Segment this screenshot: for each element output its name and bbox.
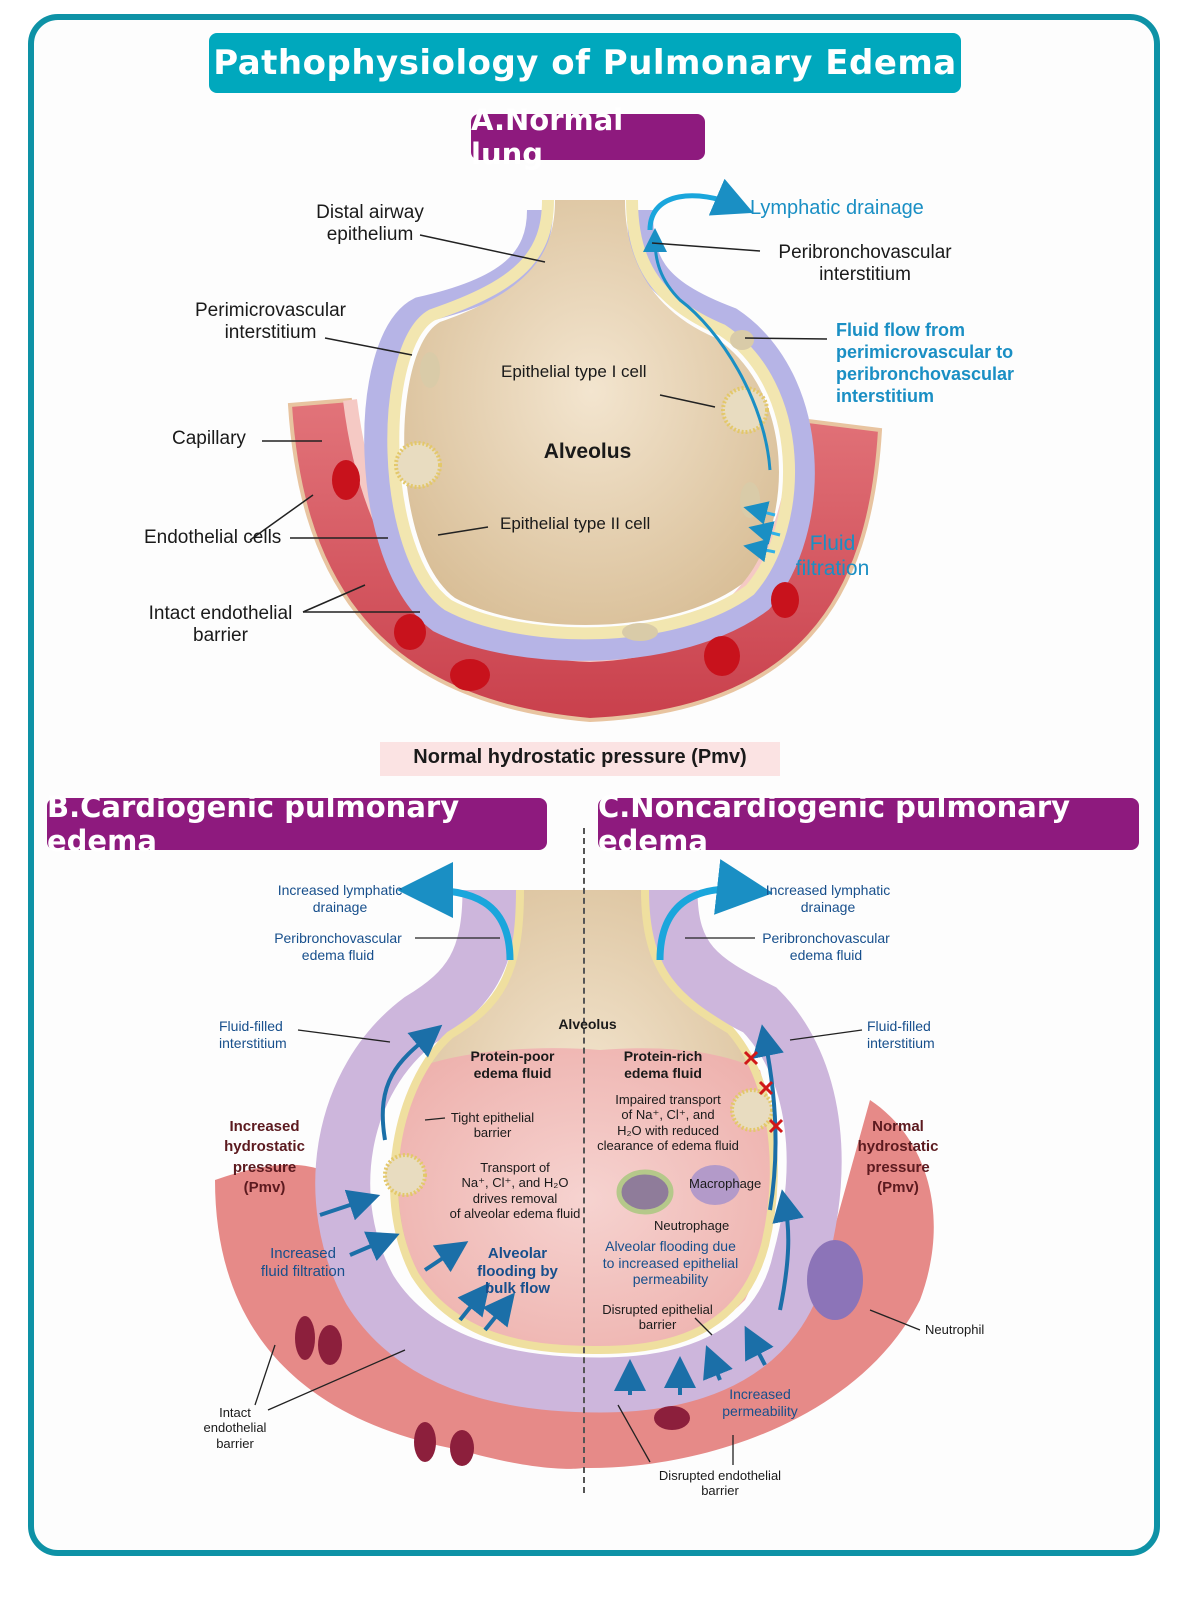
perimicrovascular-interstitium <box>364 209 815 661</box>
label-neutrophage: Neutrophage <box>654 1218 730 1233</box>
epithelial-type1-cell <box>394 441 442 489</box>
label-increased-permeability: Increased permeability <box>722 1386 798 1419</box>
macrophage <box>690 1165 740 1205</box>
label-c-peribronchovascular-edema: Peribronchovascular edema fluid <box>762 930 890 963</box>
fluid-filtration-arrows <box>743 501 781 563</box>
red-blood-cell <box>332 460 360 500</box>
label-peribronchovascular-interstitium: Peribronchovascular interstitium <box>778 242 952 286</box>
page-title: Pathophysiology of Pulmonary Edema <box>209 33 961 93</box>
fluid-flow-arrow <box>643 228 772 471</box>
label-b-increased-lymphatic-drainage: Increased lymphatic drainage <box>277 882 403 915</box>
epithelial-type2-cell <box>622 623 658 641</box>
fluid-filtration-arrows-b <box>319 1024 515 1332</box>
label-epithelial-type1: Epithelial type I cell <box>501 362 647 381</box>
red-blood-cell <box>318 1325 342 1365</box>
alveolar-epithelium <box>387 199 795 640</box>
label-impaired-transport: Impaired transport of Na⁺, Cl⁺, and H₂O … <box>597 1092 739 1153</box>
epithelial-type2-cell <box>740 482 760 518</box>
red-blood-cell <box>704 636 740 676</box>
label-c-alveolus: Alveolus <box>558 1016 617 1032</box>
pressure-label-bg <box>380 742 780 776</box>
red-blood-cell <box>394 614 426 650</box>
label-protein-rich-edema: Protein-rich edema fluid <box>623 1048 703 1081</box>
epithelial-type1-cell <box>721 386 769 434</box>
label-alveolar-flooding-permeability: Alveolar flooding due to increased epith… <box>602 1238 739 1288</box>
fluid-filled-interstitium <box>315 889 842 1413</box>
section-c-label: C.Noncardiogenic pulmonary edema <box>598 790 1139 858</box>
label-c-fluid-filled-interstitium: Fluid-filled interstitium <box>867 1018 935 1051</box>
red-blood-cell <box>771 582 799 618</box>
label-epithelial-type2: Epithelial type II cell <box>500 514 651 533</box>
label-fluid-filtration: Fluid filtration <box>795 532 870 580</box>
label-b-fluid-filled-interstitium: Fluid-filled interstitium <box>219 1018 287 1051</box>
red-blood-cell <box>450 1430 474 1466</box>
label-b-intact-endothelial-barrier: Intact endothelial barrier <box>203 1405 267 1451</box>
epithelial-barrier-edema <box>389 889 778 1355</box>
permeability-arrows-c <box>614 1024 804 1395</box>
lymphatic-drainage-arrow <box>647 178 754 231</box>
label-normal-hydrostatic-pressure: Normal hydrostatic pressure (Pmv) <box>413 746 747 768</box>
label-normal-hydrostatic-pressure-c: Normal hydrostatic pressure (Pmv) <box>857 1118 939 1196</box>
label-distal-airway-epithelium: Distal airway epithelium <box>316 202 424 246</box>
red-blood-cell <box>414 1422 436 1462</box>
label-alveolus: Alveolus <box>543 440 632 463</box>
section-a-label: A.Normal lung <box>471 103 705 171</box>
impaired-transport-x-marks <box>743 1050 784 1134</box>
lymphatic-arrow-b <box>397 862 514 961</box>
label-neutrophil: Neutrophil <box>925 1322 985 1337</box>
label-tight-epithelial-barrier: Tight epithelial barrier <box>450 1110 535 1141</box>
neutrophage <box>616 1169 674 1215</box>
label-endothelial-cells: Endothelial cells <box>144 527 282 548</box>
normal-lung-illustration <box>249 178 883 776</box>
label-perimicrovascular-interstitium: Perimicrovascular interstitium <box>195 300 346 344</box>
edema-fluid <box>397 1048 773 1350</box>
epithelial-type1-cell-c <box>730 1088 774 1132</box>
label-c-increased-lymphatic-drainage: Increased lymphatic drainage <box>765 882 891 915</box>
label-capillary: Capillary <box>172 428 246 449</box>
label-protein-poor-edema: Protein-poor edema fluid <box>470 1048 555 1081</box>
lymphatic-arrow-c <box>656 859 773 961</box>
capillary-vessel-c <box>583 1100 934 1469</box>
alveolus-space <box>404 200 779 625</box>
label-b-peribronchovascular-edema: Peribronchovascular edema fluid <box>274 930 402 963</box>
label-transport-removal: Transport of Na⁺, Cl⁺, and H₂O drives re… <box>449 1160 581 1221</box>
label-increased-fluid-filtration: Increased fluid filtration <box>260 1245 346 1280</box>
epithelial-type2-cell <box>730 330 754 350</box>
label-disrupted-endothelial-barrier: Disrupted endothelial barrier <box>658 1468 782 1499</box>
leader-lines-a <box>249 234 828 613</box>
leader-lines-bc <box>254 937 921 1465</box>
section-divider <box>583 828 585 1493</box>
neutrophil-cell <box>807 1240 863 1320</box>
label-alveolar-flooding-bulk-flow: Alveolar flooding by bulk flow <box>477 1245 558 1298</box>
red-blood-cell <box>295 1316 315 1360</box>
label-intact-endothelial-barrier: Intact endothelial barrier <box>148 603 293 647</box>
label-fluid-flow: Fluid flow from perimicrovascular to per… <box>836 320 1015 406</box>
epithelial-type1-cell-b <box>383 1153 427 1197</box>
red-blood-cell <box>450 659 490 691</box>
label-increased-hydrostatic-pressure: Increased hydrostatic pressure (Pmv) <box>224 1118 305 1196</box>
red-blood-cell <box>654 1406 690 1430</box>
epithelial-type2-cell <box>420 352 440 388</box>
label-disrupted-epithelial-barrier: Disrupted epithelial barrier <box>602 1302 713 1333</box>
label-macrophage: Macrophage <box>689 1176 762 1191</box>
section-b-label: B.Cardiogenic pulmonary edema <box>47 790 547 858</box>
label-lymphatic-drainage: Lymphatic drainage <box>750 197 924 219</box>
